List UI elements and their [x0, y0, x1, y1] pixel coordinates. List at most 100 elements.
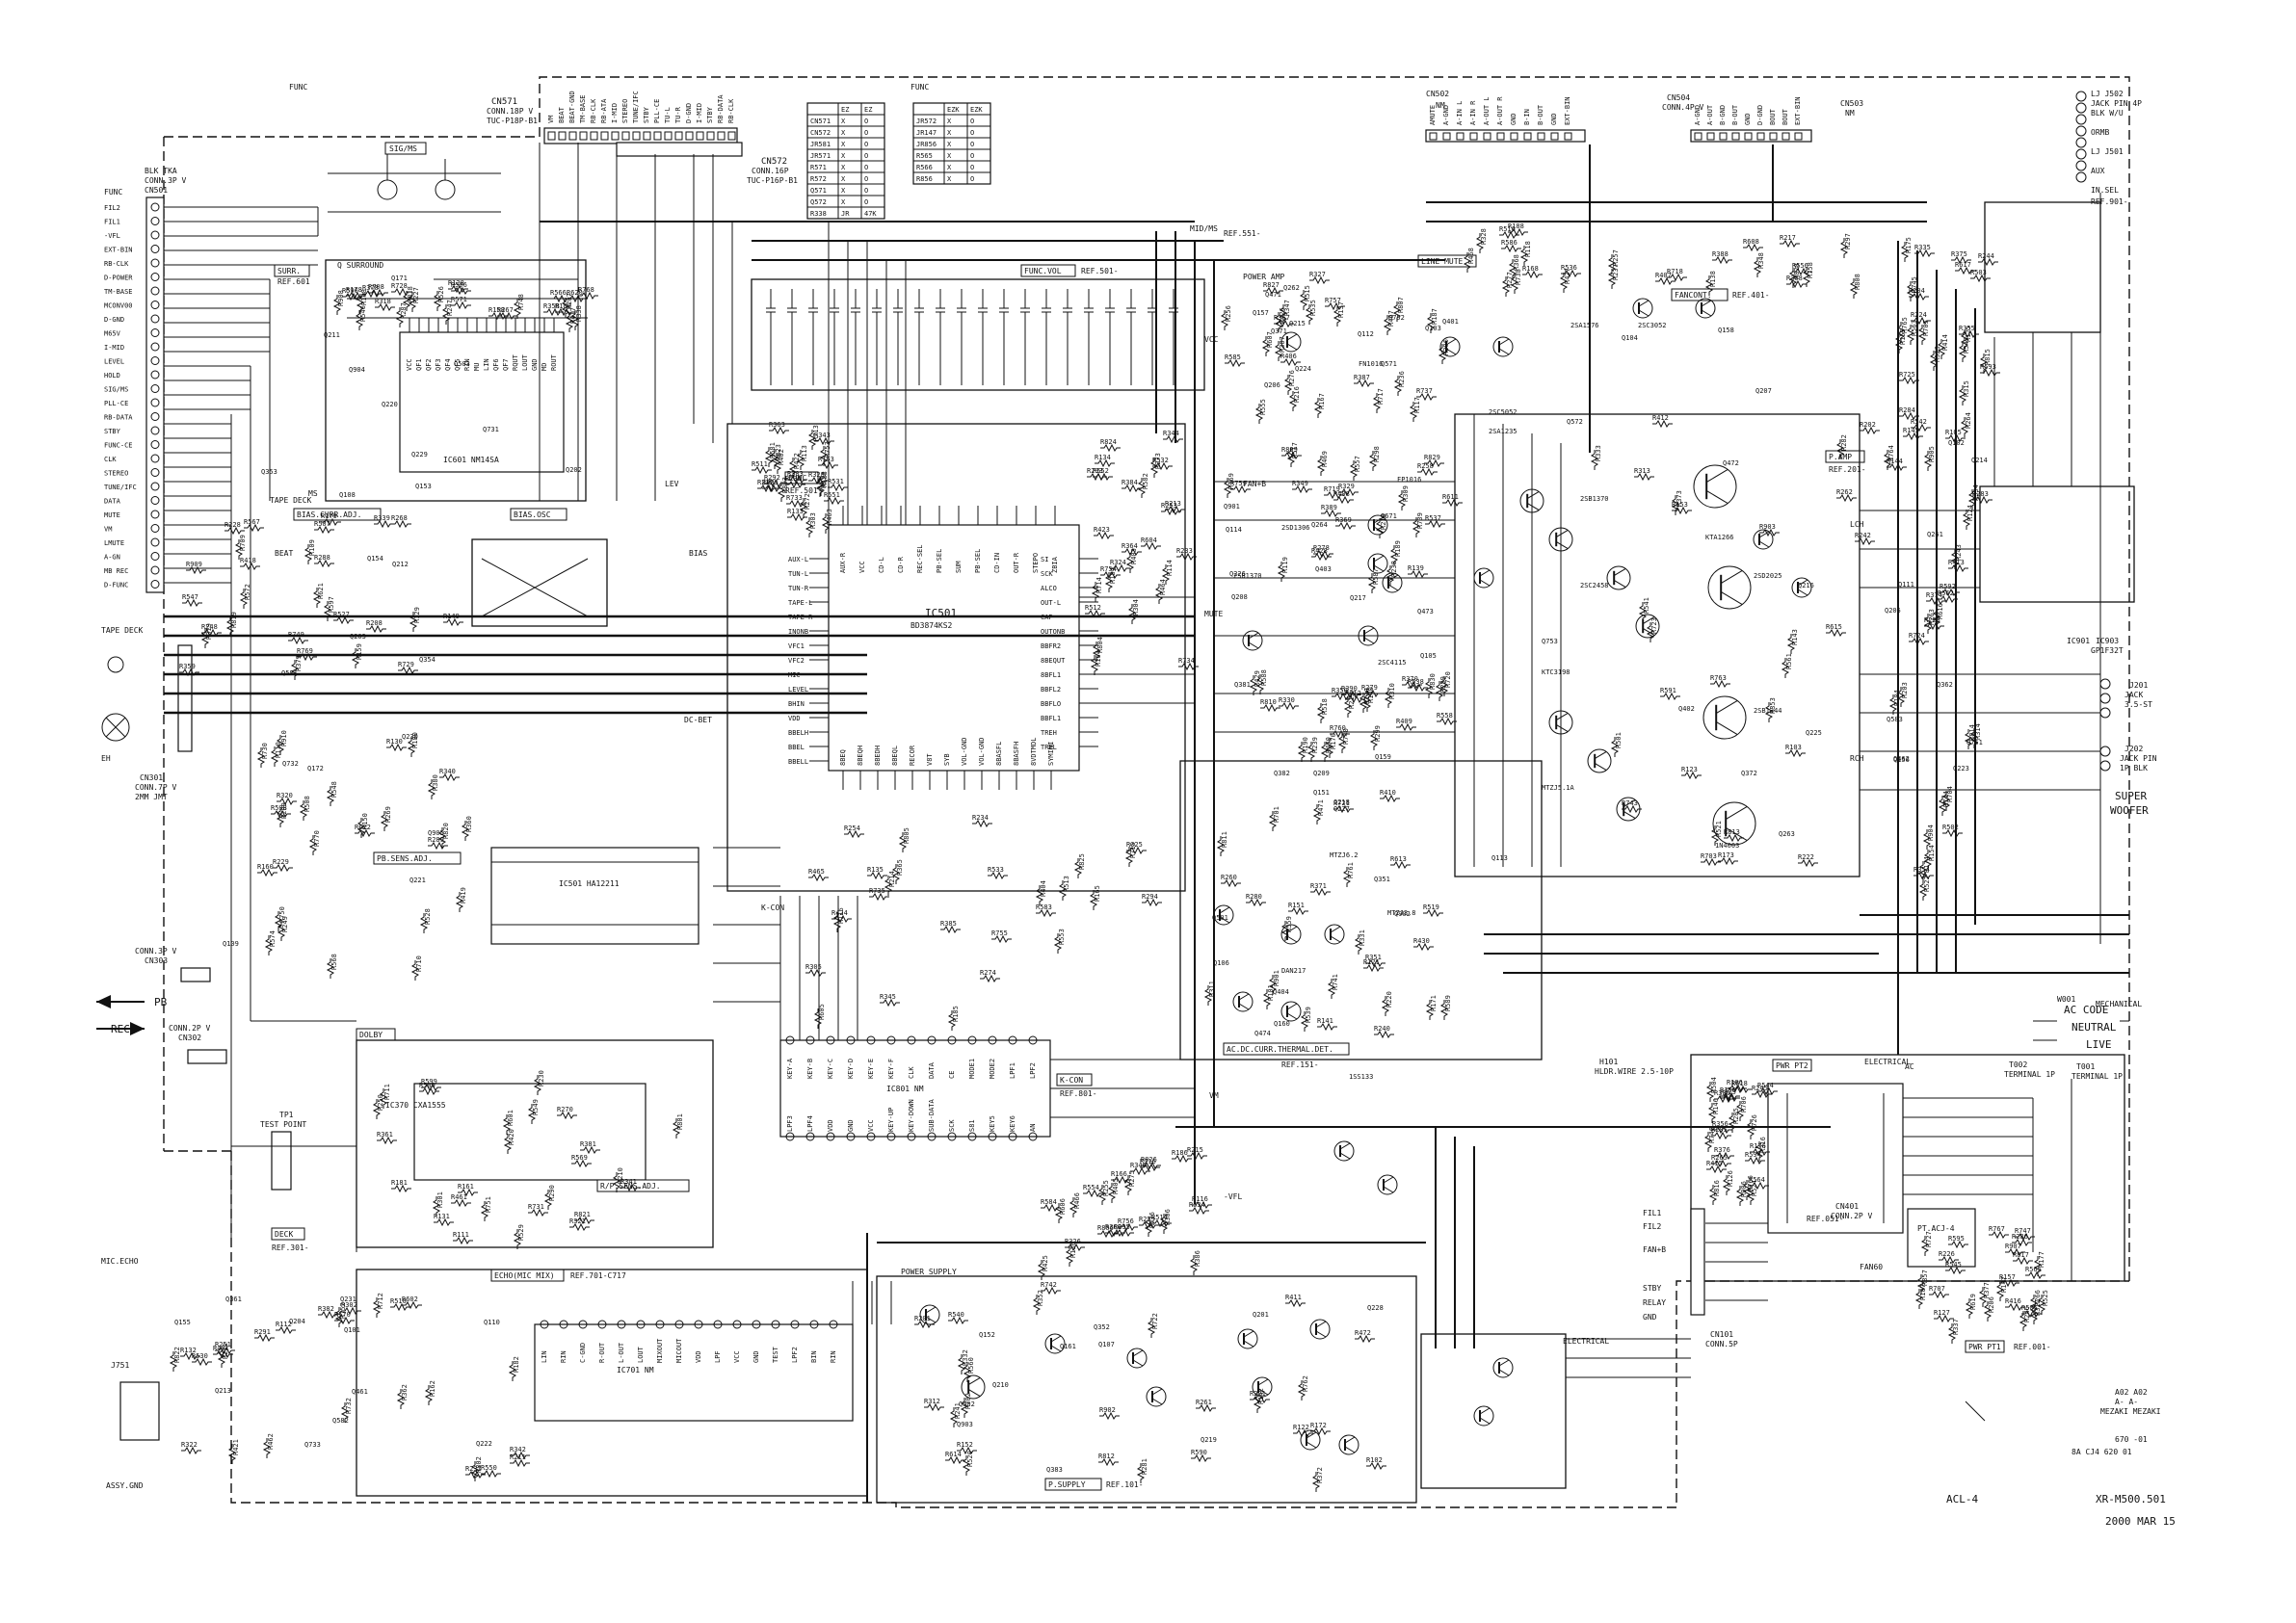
transistor-part-label: FP1016: [1397, 476, 1421, 484]
transistor-part-label: MTZJ5.1A: [1542, 784, 1575, 792]
resistor-symbol: [1899, 376, 1919, 385]
resistor-ref-label: R412: [1652, 414, 1669, 422]
ic501-right-pin-label: BBFR2: [1041, 642, 1061, 650]
resistor-ref-label: R812: [1098, 1453, 1115, 1460]
h101-sub-label: HLDR.WIRE 2.5-10P: [1595, 1067, 1674, 1076]
ic501-right-pin-label: OUTONB: [1041, 628, 1065, 636]
resistor-symbol: [1750, 1147, 1770, 1157]
resistor-ref-label: R732: [345, 1398, 353, 1414]
resistor-symbol: [1786, 279, 1807, 289]
resistor-ref-label: R376: [1714, 1146, 1730, 1154]
resistor-ref-label: R554: [1083, 1184, 1099, 1191]
resistor-symbol: [1938, 796, 1947, 816]
transistor-collector: [1363, 627, 1375, 635]
transistor-collector: [1238, 993, 1250, 1001]
resistor-ref-label: R820: [442, 823, 450, 839]
w001-label: W001: [2057, 995, 2075, 1004]
protect-label: AC.DC.CURR.THERMAL.DET.: [1227, 1045, 1333, 1054]
ic801-pin: [907, 1132, 916, 1141]
resistor-ref-label: R827: [1263, 281, 1280, 289]
resistor-ref-label: R112: [276, 1321, 292, 1328]
resistor-symbol: [1417, 467, 1438, 477]
transistor-ref-label: Q263: [1779, 830, 1795, 838]
jack-terminal-icon: [2075, 125, 2087, 137]
ic501-top-pin-label: AUX-R: [839, 552, 847, 573]
relay-label: RELAY: [1643, 1298, 1666, 1307]
resistor-symbol: [1390, 860, 1411, 870]
cn504-pin-4: [1469, 132, 1478, 141]
resistor-symbol: [1203, 985, 1213, 1006]
resistor-symbol: [480, 1201, 489, 1221]
resistor-symbol: [1268, 811, 1278, 831]
cn501-pin-8: [150, 301, 160, 309]
resistor-symbol: [1281, 451, 1302, 460]
resistor-ref-label: R724: [1909, 632, 1925, 640]
resistor-ref-label: R280: [1246, 893, 1262, 901]
resistor-ref-label: R137: [1337, 301, 1345, 318]
tp1-label: TP1: [279, 1111, 294, 1119]
cn501-pin-label: VM: [104, 526, 112, 534]
resistor-ref-label: R523: [1934, 346, 1941, 362]
transistor-emitter: [1623, 810, 1636, 820]
transistor-ref-label: Q205: [1885, 607, 1901, 615]
resistor-ref-label: R278: [1313, 544, 1330, 552]
resistor-ref-label: R528: [424, 908, 432, 925]
cn504-label: CN504: [1667, 93, 1690, 102]
transistor-part-label: MTZJ6.2: [1330, 851, 1359, 859]
resistor-symbol: [510, 1458, 530, 1468]
resistor-symbol: [366, 624, 386, 634]
resistor-symbol: [297, 652, 317, 662]
resistor-symbol: [1706, 1165, 1727, 1174]
resistor-symbol: [1941, 791, 1951, 811]
cn501-pin-10: [150, 328, 160, 337]
resistor-ref-label: R360: [465, 816, 473, 832]
resistor-symbol: [1753, 257, 1762, 277]
table-cell: O: [864, 118, 868, 125]
p-supply-section: POWER SUPPLY P.SUPPLY REF.101- ELECTRICA…: [876, 904, 1609, 1504]
resistor-ref-label: R720: [1444, 671, 1452, 688]
resistor-ref-label: R214: [888, 871, 896, 887]
resistor-symbol: [391, 287, 411, 297]
resistor-ref-label: R151: [1288, 902, 1305, 909]
resistor-symbol: [1375, 518, 1385, 538]
resistor-ref-label: R274: [980, 969, 996, 977]
transistor-ref-label: Q220: [382, 401, 398, 408]
resistor-symbol: [1950, 549, 1960, 569]
resistor-symbol: [424, 1385, 434, 1405]
transistor-emitter: [1238, 1003, 1250, 1010]
transistor-emitter: [1555, 723, 1569, 733]
transistor-ref-label: Q902: [1394, 910, 1411, 918]
transistor-ref-label: Q202: [566, 466, 582, 474]
transistor-ref-label: Q904: [349, 366, 365, 374]
rec-head-icon: [107, 656, 124, 673]
transistor-ref-label: Q752: [1388, 314, 1405, 322]
resistor-symbol: [1906, 281, 1915, 301]
ic701-pin: [752, 1320, 761, 1329]
ha12211-label: IC501 HA12211: [559, 879, 620, 888]
resistor-ref-label: R902: [1099, 1406, 1116, 1414]
j751-label: J751: [111, 1361, 129, 1370]
cn503-label: CN503: [1840, 99, 1863, 108]
resistor-symbol: [1923, 451, 1933, 471]
resistor-ref-label: R830: [1429, 673, 1437, 690]
resistor-ref-label: R114: [1166, 560, 1174, 576]
resistor-ref-label: R803: [781, 477, 789, 493]
resistor-ref-label: R468: [1467, 248, 1475, 264]
resistor-symbol: [1958, 385, 1967, 406]
transistor-ref-label: Q901: [1224, 503, 1240, 510]
resistor-ref-label: R153: [1672, 501, 1688, 509]
resistor-ref-label: R736: [1148, 1212, 1156, 1228]
table-cell: X: [841, 198, 846, 206]
ic801-pin-label: KEY6: [1009, 1115, 1016, 1132]
resistor-symbol: [1408, 569, 1428, 579]
transistor-emitter: [967, 1388, 981, 1398]
resistor-symbol: [1939, 1255, 1959, 1265]
resistor-ref-label: R470: [1325, 737, 1333, 753]
resistor-symbol: [1970, 274, 1991, 283]
resistor-ref-label: R804: [1096, 637, 1104, 653]
resistor-symbol: [1742, 1180, 1752, 1200]
resistor-symbol: [1085, 609, 1105, 618]
resistor-ref-label: R703: [1701, 852, 1717, 860]
transistor-ref-label: Q218: [1333, 798, 1350, 806]
kcon-ref-label: REF.801-: [1060, 1089, 1097, 1098]
